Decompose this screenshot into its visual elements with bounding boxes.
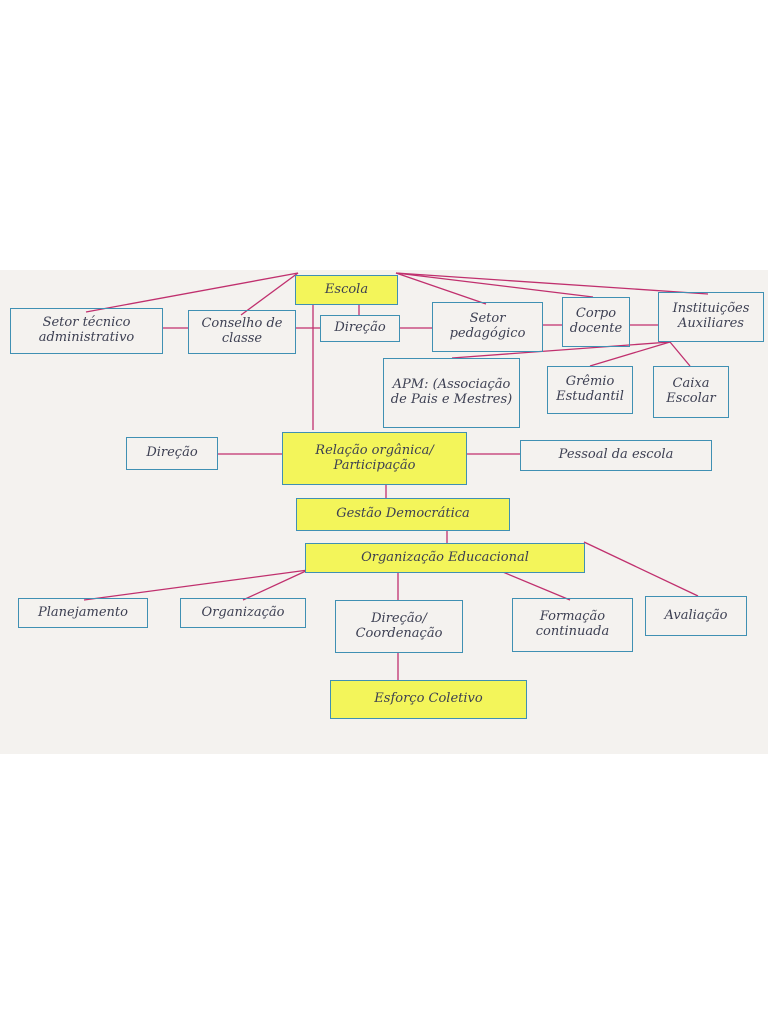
node-organizacao-educacional: Organização Educacional: [305, 543, 585, 573]
diagram-sheet: Escola Setor técnico administrativo Cons…: [0, 270, 768, 754]
node-escola: Escola: [295, 275, 398, 305]
node-corpo-docente: Corpo docente: [562, 297, 630, 347]
node-direcao-coordenacao: Direção/ Coordenação: [335, 600, 463, 653]
node-setor-pedagogico: Setor pedagógico: [432, 302, 543, 352]
node-apm: APM: (Associação de Pais e Mestres): [383, 358, 520, 428]
node-relacao-organica: Relação orgânica/ Participação: [282, 432, 467, 485]
node-avaliacao: Avaliação: [645, 596, 747, 636]
node-direcao-top: Direção: [320, 315, 400, 342]
node-conselho-de-classe: Conselho de classe: [188, 310, 296, 354]
node-caixa-escolar: Caixa Escolar: [653, 366, 729, 418]
node-setor-tecnico-administrativo: Setor técnico administrativo: [10, 308, 163, 354]
node-pessoal-da-escola: Pessoal da escola: [520, 440, 712, 471]
node-organizacao: Organização: [180, 598, 306, 628]
node-instituicoes-auxiliares: Instituições Auxiliares: [658, 292, 764, 342]
node-direcao-mid: Direção: [126, 437, 218, 470]
node-gremio-estudantil: Grêmio Estudantil: [547, 366, 633, 414]
node-formacao-continuada: Formação continuada: [512, 598, 633, 652]
node-gestao-democratica: Gestão Democrática: [296, 498, 510, 531]
node-planejamento: Planejamento: [18, 598, 148, 628]
node-esforco-coletivo: Esforço Coletivo: [330, 680, 527, 719]
